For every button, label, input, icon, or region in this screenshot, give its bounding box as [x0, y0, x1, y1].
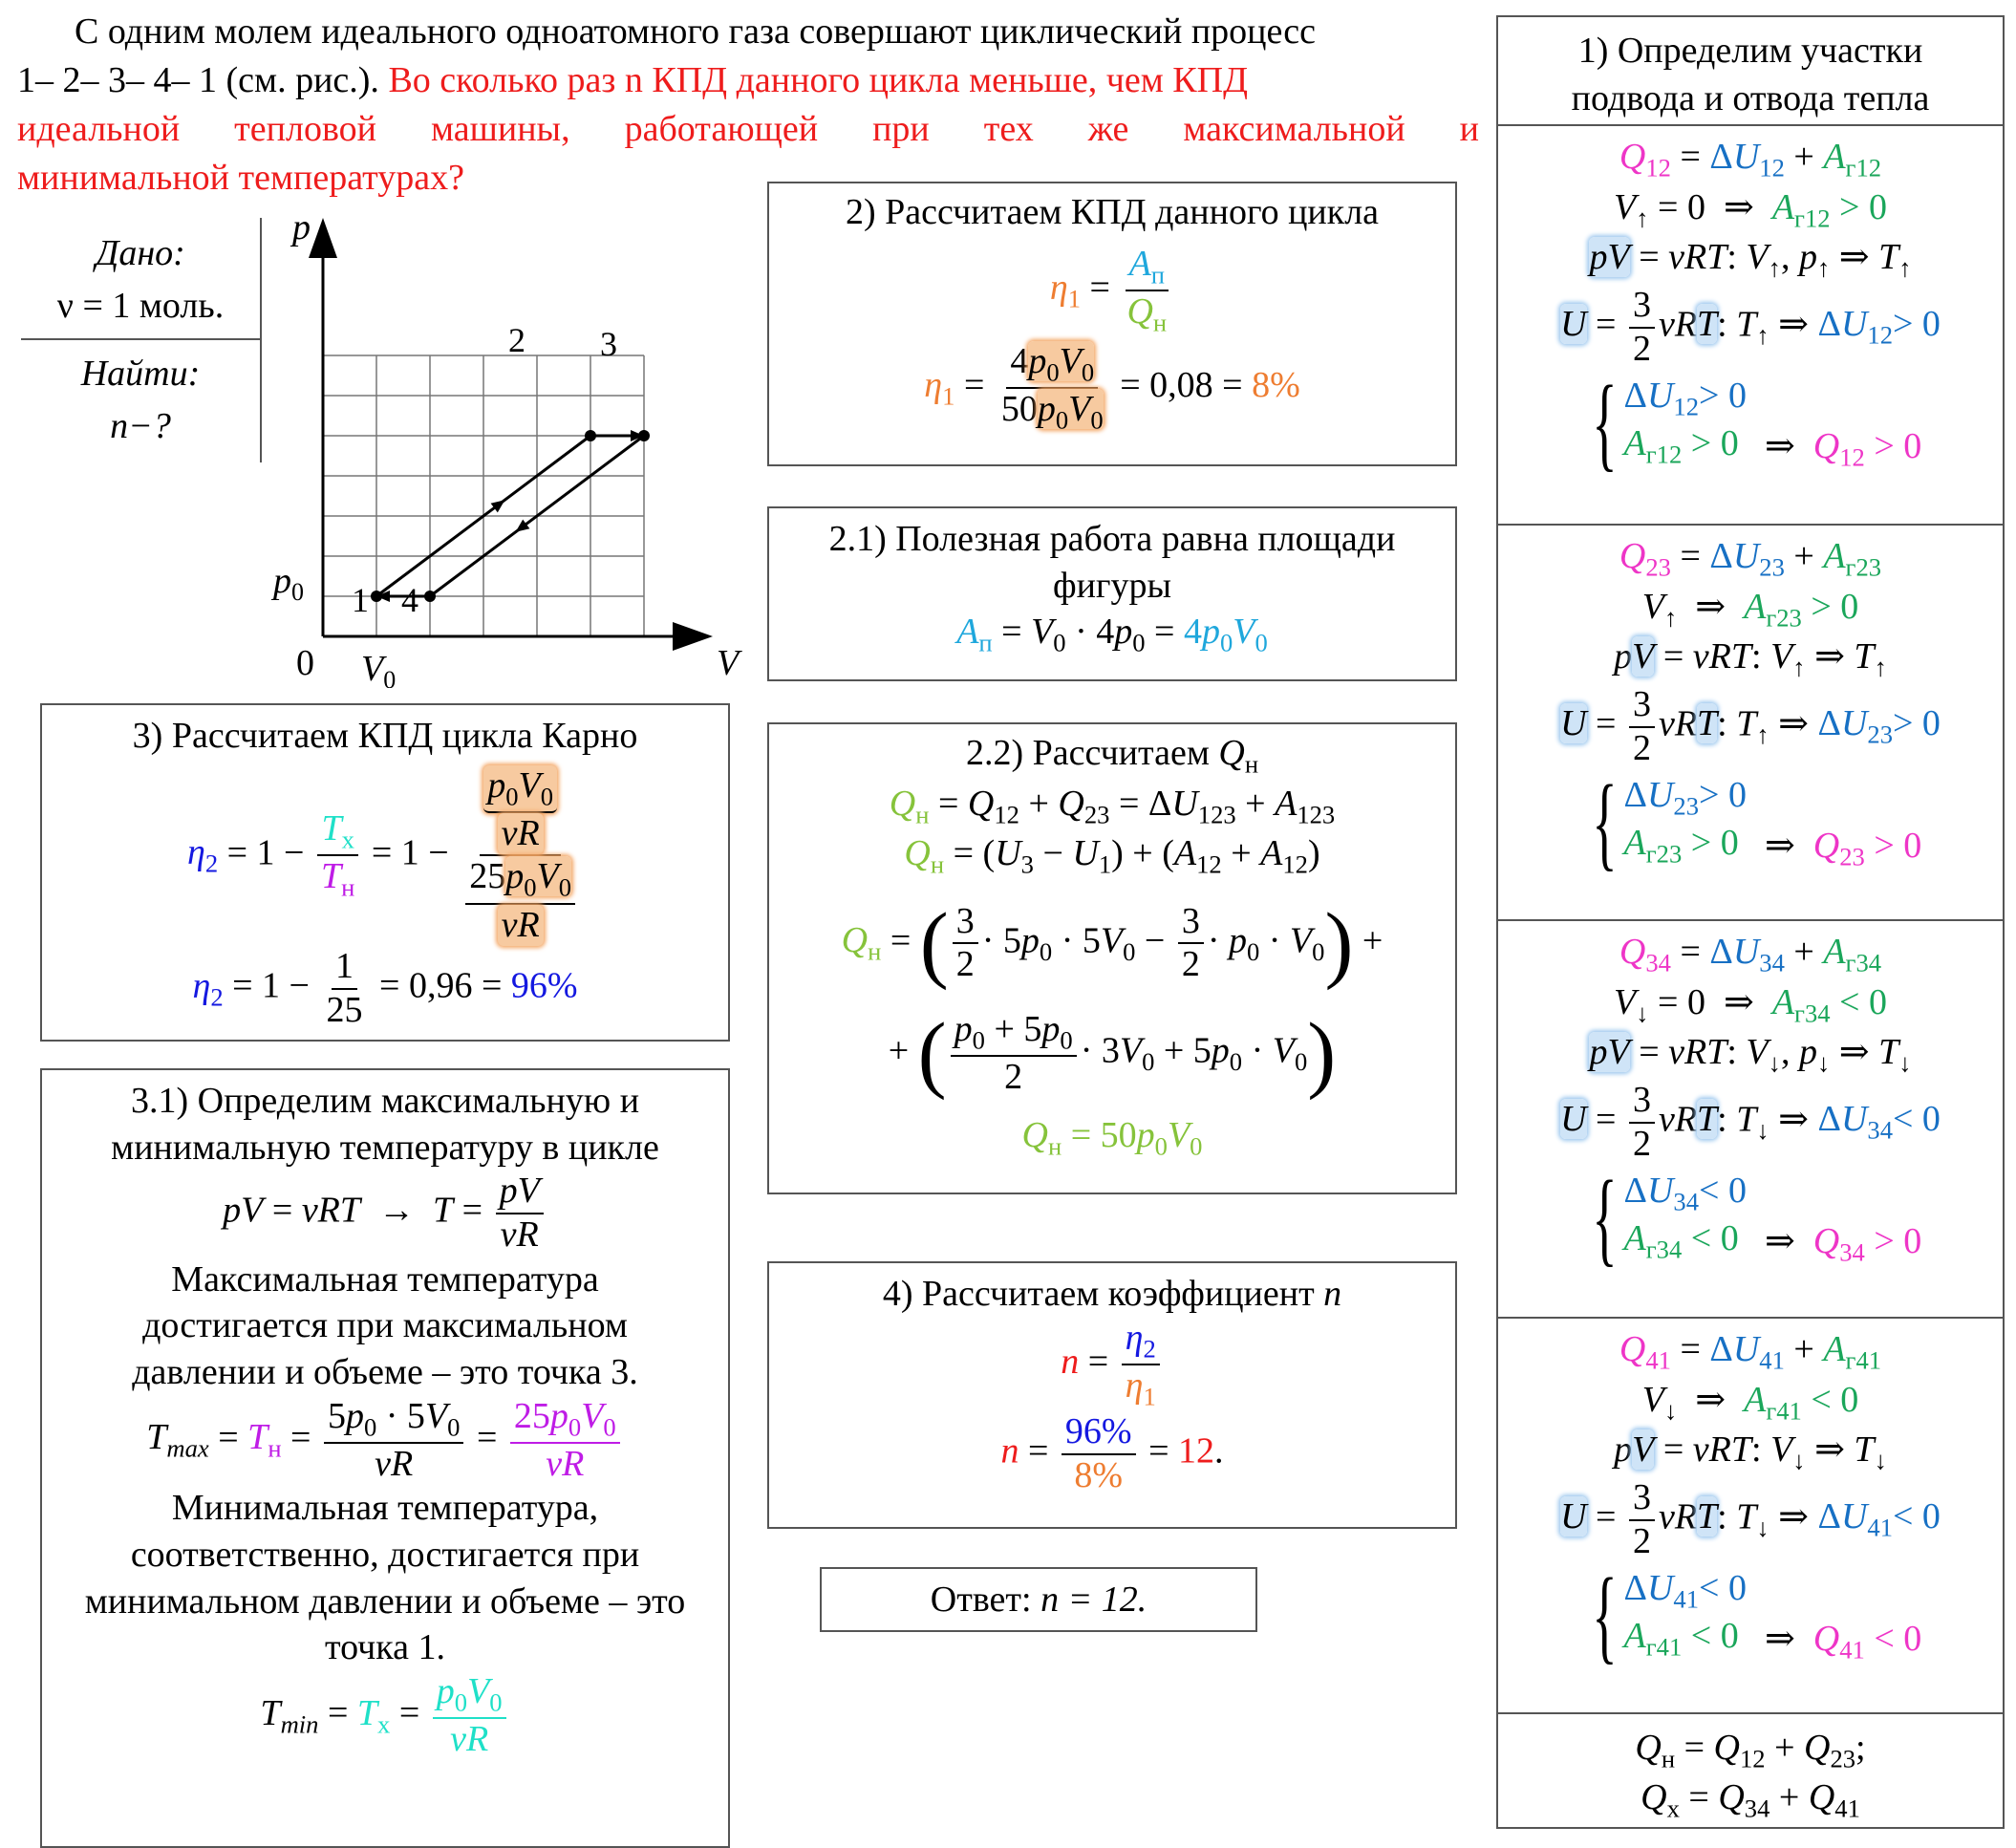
box4-title: 4) Рассчитаем коэффициент n [882, 1274, 1342, 1314]
box-useful-work: 2.1) Полезная работа равна площади фигур… [767, 506, 1457, 681]
problem-line-2: 1– 2– 3– 4– 1 (см. рис.). Во сколько раз… [17, 60, 1249, 100]
problem-line-4: минимальной температурах? [17, 158, 464, 198]
work-formula: Aп = V0 · 4p0 = 4p0V0 [956, 612, 1268, 657]
box31-m3: давлении и объеме – это точка 3. [132, 1351, 638, 1392]
v-axis-label: V [717, 643, 742, 683]
box31-t2: минимальную температуру в цикле [111, 1127, 659, 1168]
section-41: Q41 = ΔU41 + Aг41 V↓ ⇒ Aг41 < 0 pV = νRT… [1498, 1317, 2003, 1712]
cycle-arrow [515, 519, 530, 532]
point-label-1: 1 [352, 581, 369, 619]
box-heat-received: 2.2) Рассчитаем Qн Qн = Q12 + Q23 = ΔU12… [767, 722, 1457, 1194]
section-34: Q34 = ΔU34 + Aг34 V↓ = 0 ⇒ Aг34 < 0 pV =… [1498, 919, 2003, 1317]
box3-title: 3) Рассчитаем КПД цикла Карно [132, 716, 638, 756]
cycle-point [585, 430, 596, 441]
given-vertical-line [260, 218, 262, 462]
n-calc: n = 96%8% = 12. [1000, 1410, 1224, 1495]
section-12: Q12 = ΔU12 + Aг12 V↑ = 0 ⇒ Aг12 > 0 pV =… [1498, 124, 2003, 524]
v0-tick-label: V0 [361, 649, 396, 688]
find-label: Найти: [80, 354, 201, 394]
given-value: ν = 1 моль. [56, 286, 225, 326]
box31-n3: минимальном давлении и объеме – это [84, 1580, 686, 1622]
section-23: Q23 = ΔU23 + Aг23 V↑ ⇒ Aг23 > 0 pV = νRT… [1498, 524, 2003, 919]
cycle-path [371, 430, 650, 602]
pv-diagram: p V 0 p0 V0 1 2 3 4 [270, 210, 742, 688]
point-label-2: 2 [508, 321, 525, 359]
box22-title: 2.2) Рассчитаем Qн [965, 733, 1259, 779]
given-block: Дано: ν = 1 моль. [21, 227, 260, 333]
problem-line-1: С одним молем идеального одноатомного га… [75, 11, 1317, 52]
point-label-3: 3 [600, 325, 617, 363]
box-temperatures: 3.1) Определим максимальную и минимальну… [40, 1068, 730, 1848]
given-divider [21, 338, 260, 340]
cycle-point [638, 430, 650, 441]
box1-title: 1) Определим участки подвода и отвода те… [1571, 31, 1930, 118]
find-block: Найти: n−? [21, 348, 260, 453]
box-heat-sections: 1) Определим участки подвода и отвода те… [1496, 15, 2005, 1829]
cycle-segment [429, 434, 645, 598]
problem-statement: С одним молем идеального одноатомного га… [17, 8, 1479, 203]
cycle-segment [375, 434, 591, 598]
find-value: n−? [110, 406, 171, 446]
answer-box: Ответ: n = 12. [820, 1567, 1257, 1632]
problem-line-3: идеальной тепловой машины, работающей пр… [17, 109, 1479, 149]
section-summary: Qн = Q12 + Q23; Qх = Q34 + Q41 [1498, 1712, 2003, 1827]
box31-m1: Максимальная температура [171, 1258, 599, 1300]
box21-title-1: 2.1) Полезная работа равна площади [828, 519, 1396, 559]
qh-result: Qн = 50p0V0 [1021, 1115, 1203, 1161]
p-axis-label: p [290, 210, 311, 247]
box21-title-2: фигуры [1052, 565, 1172, 606]
cycle-arrow [376, 591, 390, 602]
box2-title: 2) Рассчитаем КПД данного цикла [845, 192, 1380, 232]
cycle-point [371, 591, 382, 602]
p0-tick-label: p0 [270, 561, 304, 606]
origin-label: 0 [296, 643, 314, 683]
point-label-4: 4 [401, 581, 418, 619]
box31-n4: точка 1. [325, 1627, 445, 1668]
cycle-arrow [631, 430, 644, 441]
qh-line-2: Qн = (U3 − U1) + (A12 + A12) [904, 833, 1320, 879]
qh-line-1: Qн = Q12 + Q23 = ΔU123 + A123 [889, 783, 1336, 829]
box-carnot-efficiency: 3) Рассчитаем КПД цикла Карно η2 = 1 − T… [40, 703, 730, 1042]
box31-n1: Минимальная температура, [171, 1488, 599, 1529]
box31-n2: соответственно, достигается при [130, 1534, 640, 1575]
cycle-point [424, 591, 436, 602]
cycle-arrow [490, 500, 505, 513]
box31-m2: достигается при максимальном [142, 1305, 628, 1346]
box31-t1: 3.1) Определим максимальную и [130, 1081, 640, 1121]
given-label: Дано: [96, 233, 185, 273]
